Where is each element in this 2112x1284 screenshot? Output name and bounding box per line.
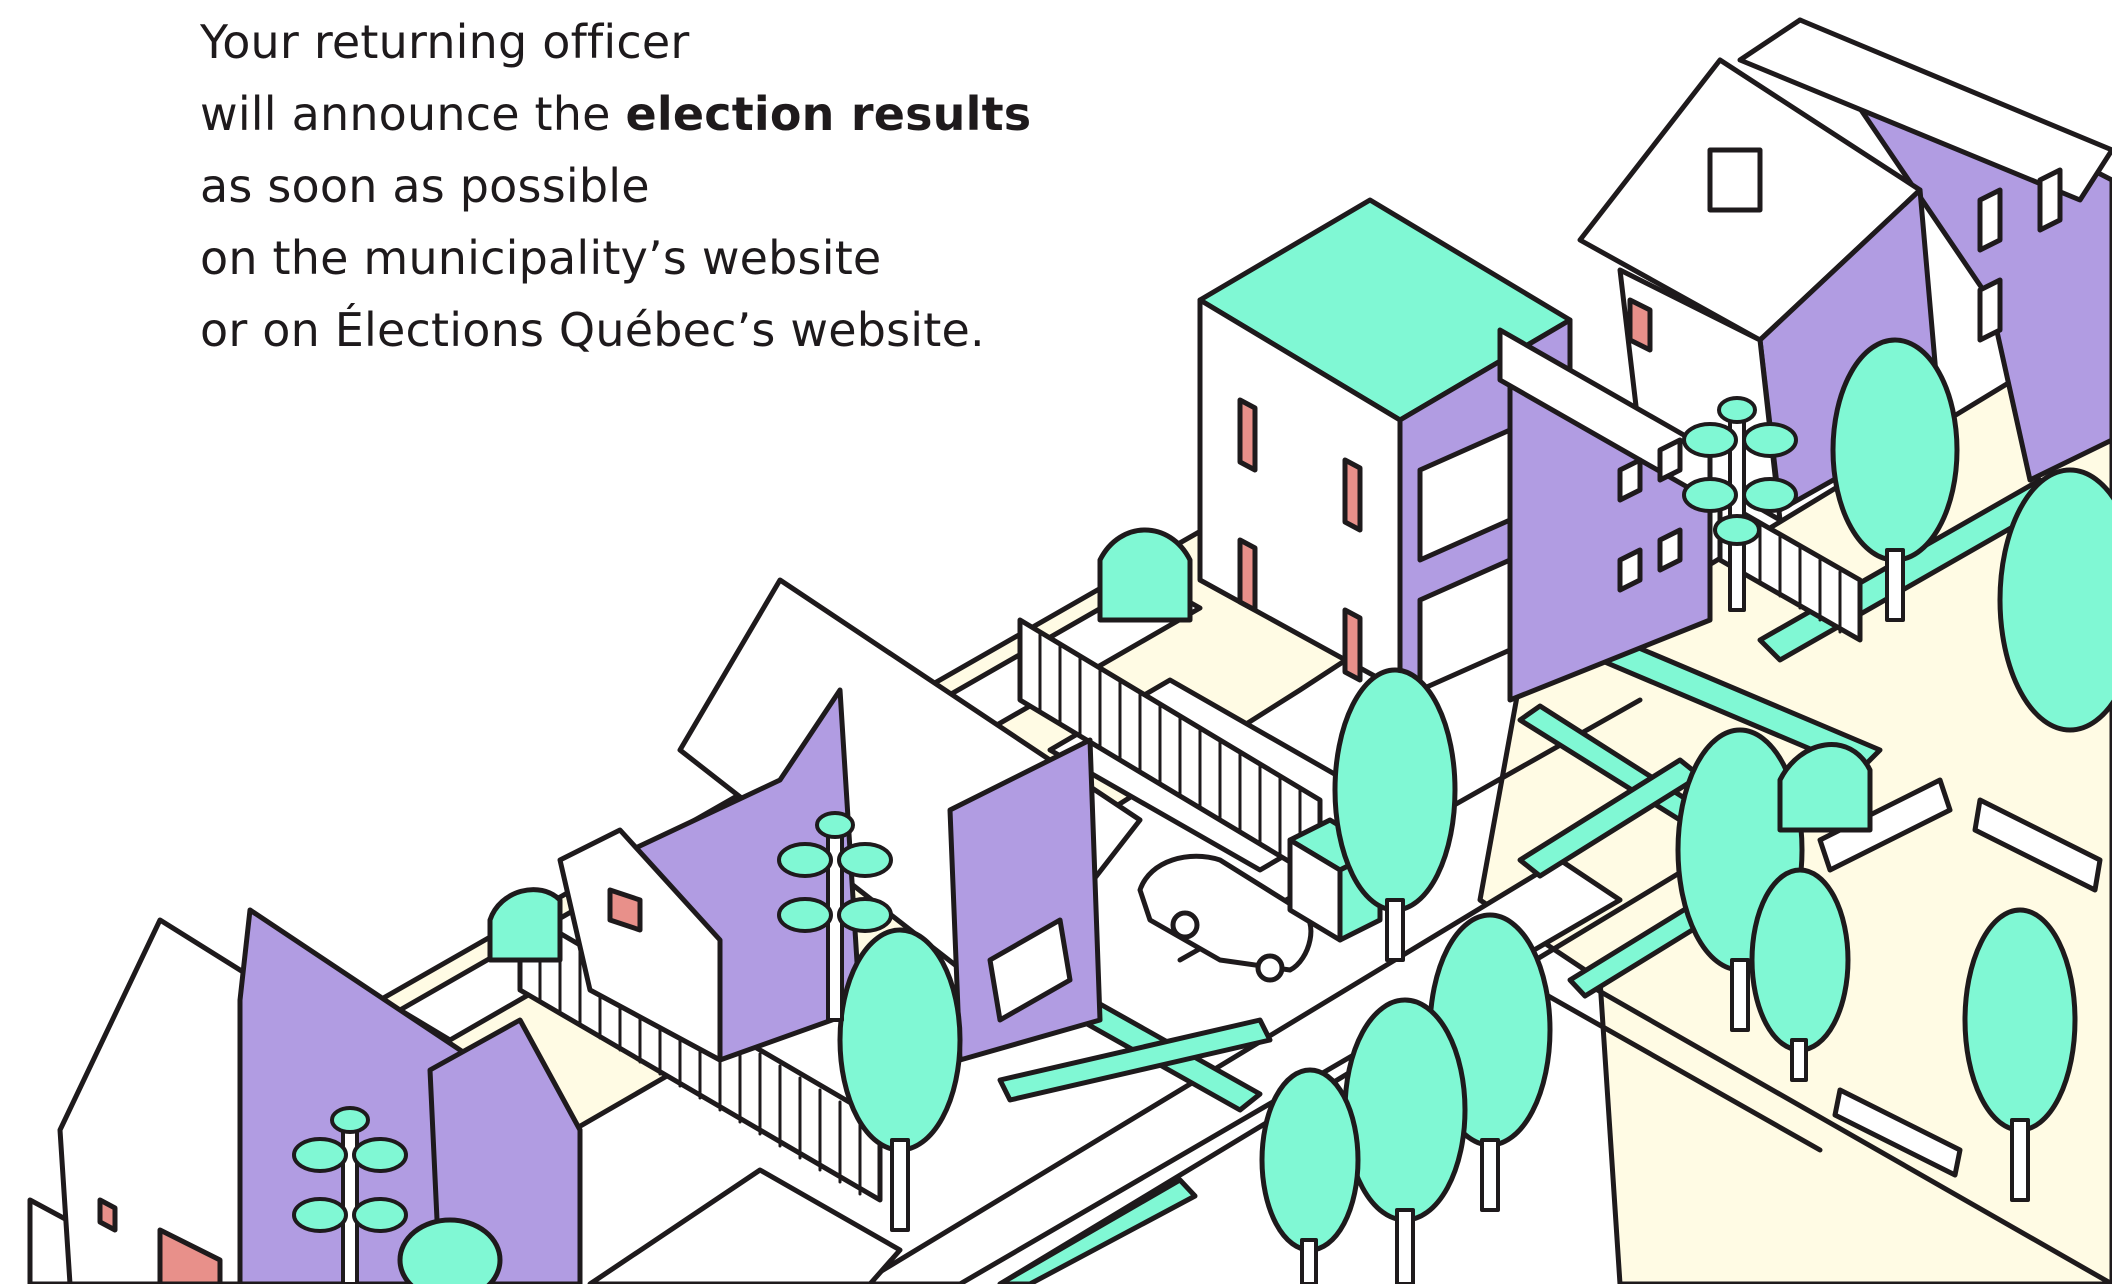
message-line-2: will announce the election results: [200, 78, 1031, 150]
message-line-2-prefix: will announce the: [200, 87, 626, 141]
tree-icon: [292, 396, 1798, 1284]
house-icon: [1577, 17, 2112, 523]
house-icon: [1197, 197, 1713, 703]
message-line-4: on the municipality’s website: [200, 231, 882, 285]
car-icon: [1137, 853, 1314, 983]
message-line-1: Your returning officer: [200, 15, 690, 69]
message-line-3: as soon as possible: [200, 159, 650, 213]
election-results-message: Your returning officer will announce the…: [200, 6, 1031, 366]
chimney-icon: [1707, 147, 1763, 213]
bench-icon: [1817, 777, 2103, 1178]
house-icon: [557, 577, 1143, 1063]
election-results-emphasis: election results: [625, 87, 1032, 141]
message-line-5: or on Élections Québec’s website.: [200, 303, 985, 357]
house-icon: [57, 907, 583, 1284]
tree-trunks: [890, 548, 2030, 1284]
